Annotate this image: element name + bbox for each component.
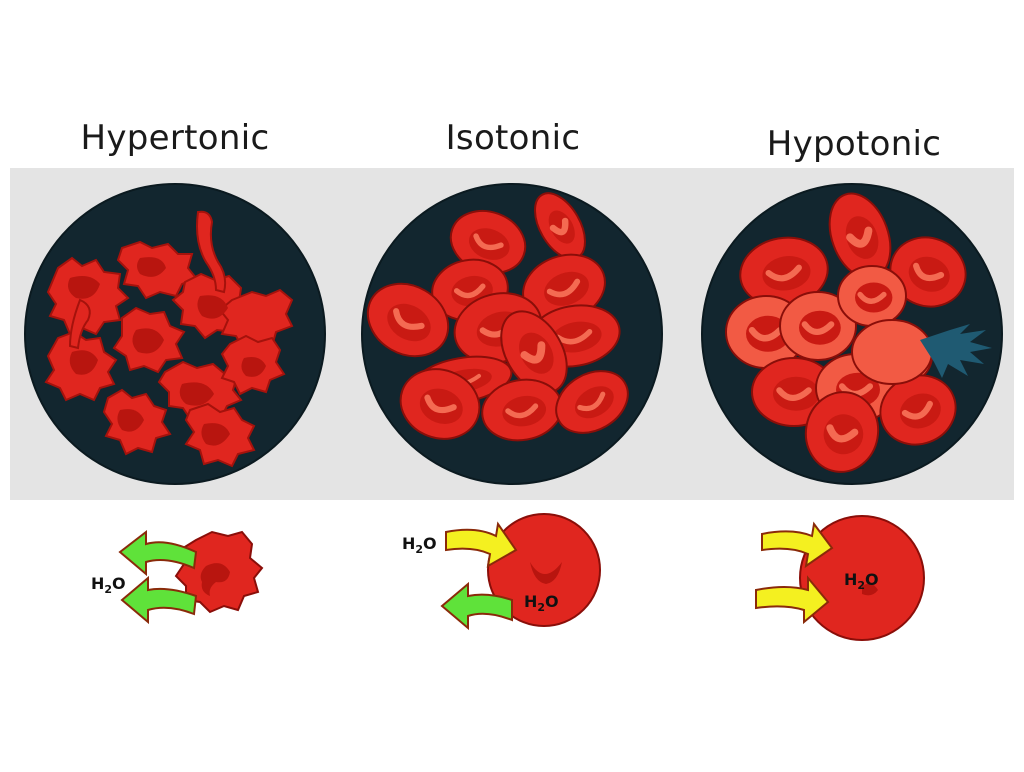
- isotonic-rim: [361, 183, 663, 485]
- water-o: O: [545, 592, 559, 611]
- cell-strand: [196, 210, 227, 294]
- cell-center: [241, 357, 266, 377]
- red-blood-cell: [779, 291, 857, 361]
- red-blood-cell: [804, 391, 880, 473]
- red-blood-cell: [534, 192, 586, 260]
- water-label-isotonic-out: H2O: [524, 592, 559, 614]
- water-h: H: [91, 574, 105, 593]
- red-blood-cell: [837, 265, 907, 327]
- water-sub: 2: [537, 601, 546, 615]
- cell-center: [197, 295, 228, 319]
- isotonic-example: [440, 513, 601, 631]
- isotonic-cells: [366, 192, 629, 442]
- water-sub: 2: [857, 579, 866, 593]
- water-in-arrow-top: [761, 521, 834, 569]
- water-label-isotonic-in: H2O: [402, 534, 437, 556]
- water-o: O: [423, 534, 437, 553]
- cell-center: [117, 409, 144, 432]
- hypertonic-field: [24, 183, 326, 485]
- hypotonic-rim: [701, 183, 1003, 485]
- water-sub: 2: [104, 583, 113, 597]
- cell-center: [200, 563, 230, 596]
- cell-center: [69, 350, 98, 375]
- panel-title-hypertonic: Hypertonic: [80, 118, 270, 158]
- water-in-arrow: [445, 521, 518, 568]
- hypotonic-field: [701, 183, 1003, 485]
- water-out-arrow: [440, 581, 513, 631]
- red-blood-cell: [739, 236, 829, 308]
- red-blood-cell: [366, 282, 450, 358]
- water-h: H: [844, 570, 858, 589]
- water-out-arrow-top: [118, 529, 198, 577]
- cell-center: [68, 276, 100, 299]
- crenated-cell: [218, 288, 294, 352]
- normal-cell: [487, 513, 601, 627]
- water-h: H: [524, 592, 538, 611]
- water-label-hypotonic: H2O: [844, 570, 879, 592]
- cell-center: [862, 583, 878, 596]
- cell-center: [132, 328, 164, 354]
- water-h: H: [402, 534, 416, 553]
- cell-strand: [68, 298, 91, 350]
- water-in-arrow-bottom: [755, 575, 830, 625]
- cell-center: [201, 423, 230, 446]
- panel-title-hypotonic: Hypotonic: [766, 124, 942, 164]
- hypertonic-rim: [24, 183, 326, 485]
- burst-spray: [920, 324, 992, 378]
- water-o: O: [112, 574, 126, 593]
- red-blood-cell: [399, 368, 481, 440]
- water-o: O: [865, 570, 879, 589]
- red-blood-cell: [828, 192, 892, 280]
- water-label-hypertonic: H2O: [91, 574, 126, 596]
- hypotonic-example: [755, 515, 925, 641]
- cell-dimple: [530, 562, 562, 584]
- panel-title-isotonic: Isotonic: [445, 118, 581, 158]
- red-blood-cell: [555, 370, 629, 434]
- red-blood-cell: [889, 236, 967, 308]
- water-sub: 2: [415, 543, 424, 557]
- bursting-cell: [851, 319, 992, 385]
- water-out-arrow-bottom: [120, 575, 198, 625]
- isotonic-field: [361, 183, 663, 485]
- hypertonic-example: [118, 529, 264, 625]
- cell-center: [179, 382, 214, 406]
- red-blood-cell: [481, 378, 563, 442]
- cell-center: [137, 257, 166, 277]
- hypertonic-cells: [44, 210, 294, 468]
